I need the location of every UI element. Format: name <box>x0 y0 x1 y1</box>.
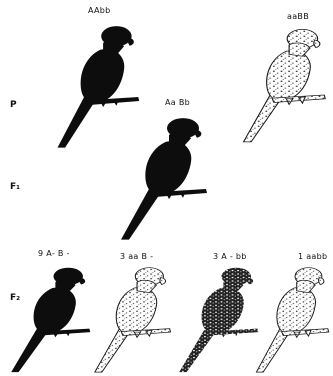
generation-label-f1: F₁ <box>10 182 20 192</box>
generation-label-p: P <box>10 100 17 110</box>
genotype-label-p-left: AAbb <box>88 6 111 16</box>
parrot-image-f2-1 <box>2 259 94 375</box>
parrot-image-f1 <box>111 108 211 243</box>
genotype-label-f2-1: 9 A- B - <box>38 249 70 259</box>
parrot-image-f2-2 <box>86 259 174 375</box>
genotype-label-f1: Aa Bb <box>165 98 190 108</box>
parrot-image-f2-4 <box>248 259 332 375</box>
parrot-image-p-right <box>234 20 329 145</box>
